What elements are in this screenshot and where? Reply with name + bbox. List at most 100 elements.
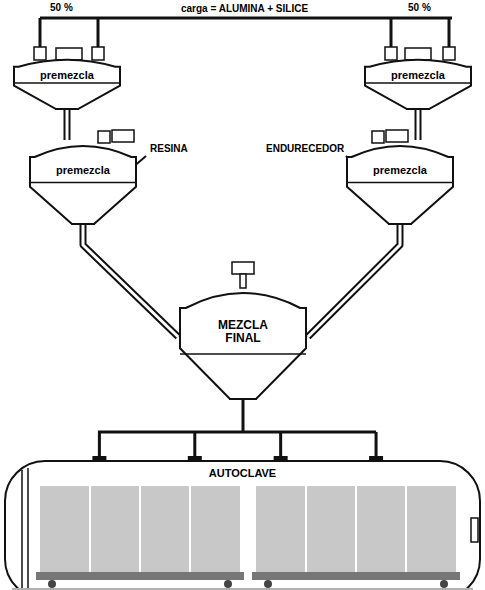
pipe-flange (369, 456, 383, 460)
pipe-connector (308, 225, 400, 337)
cart-wheel (224, 580, 232, 588)
agitator-motor (56, 48, 82, 60)
vessel-outlet (56, 109, 78, 110)
vessel-band-line (30, 182, 136, 184)
vessel-outlet (72, 224, 94, 225)
process-label: ENDURECEDOR (266, 143, 344, 154)
inlet-valve (34, 47, 46, 60)
cart-wheel (48, 580, 56, 588)
process-label: RESINA (150, 143, 188, 154)
vessel-label: premezcla (373, 164, 427, 176)
autoclave-outline (4, 460, 481, 590)
mixing-vessel: premezcla (345, 140, 455, 225)
text-band: premezcla (28, 157, 138, 183)
vessel-shape (28, 140, 138, 225)
vessel-band-line (347, 182, 453, 184)
agitator-motor (386, 130, 408, 142)
pipe-connector (67, 110, 68, 140)
pipe-connector (92, 400, 383, 460)
mould-rack (40, 486, 240, 572)
process-label: carga = ALUMINA + SILICE (181, 3, 308, 14)
agitator-motor (232, 262, 254, 274)
rack-cart (252, 572, 460, 580)
rack-cart (36, 572, 244, 580)
vessel-band-line (365, 82, 471, 84)
text-band: AUTOCLAVE (4, 466, 481, 481)
rack-divider (139, 486, 141, 572)
vessel-shape (12, 56, 122, 110)
vessel-outlet (389, 224, 411, 225)
cart-wheel (440, 580, 448, 588)
label-holder: carga = ALUMINA + SILICE (181, 3, 308, 14)
inlet-valve (92, 47, 104, 60)
vessel-label: MEZCLA FINAL (208, 319, 278, 345)
vessel-outline (347, 146, 453, 224)
pipe-bore (417, 110, 420, 140)
vessel-label: premezcla (391, 69, 445, 81)
pipe-wall (83, 225, 178, 337)
agitator-motor (112, 130, 134, 142)
rack-divider (355, 486, 357, 572)
vessel-label: premezcla (56, 164, 110, 176)
label-holder: ENDURECEDOR (266, 143, 344, 154)
rack-divider (189, 486, 191, 572)
vessel-shape (363, 56, 473, 110)
text-band: premezcla (345, 157, 455, 183)
pipe-connector (418, 110, 419, 140)
vessel-outlet (407, 109, 429, 110)
process-label: 50 % (50, 2, 73, 13)
label-holder: 50 % (50, 2, 73, 13)
feed-drop (40, 18, 98, 47)
mixing-vessel: premezcla (28, 140, 138, 225)
pipe-flange (92, 456, 106, 460)
mould-rack (256, 486, 456, 572)
autoclave-door (22, 468, 28, 590)
pipe-connector (83, 225, 178, 337)
text-band: MEZCLA FINAL (178, 310, 308, 354)
autoclave-vessel: AUTOCLAVE (4, 460, 481, 590)
vessel-label: AUTOCLAVE (209, 467, 276, 479)
agitator-shaft (240, 274, 246, 288)
label-holder: 50 % (408, 2, 431, 13)
inlet-valve (98, 131, 110, 143)
inlet-valve (372, 131, 384, 143)
process-label: 50 % (408, 2, 431, 13)
pipe-flange (188, 456, 202, 460)
vessel-band-line (180, 353, 306, 355)
pipe-wall (415, 110, 422, 140)
pipe-bore (83, 225, 178, 337)
rack-divider (405, 486, 407, 572)
vessel-label: premezcla (40, 69, 94, 81)
mixing-vessel: premezcla (363, 56, 473, 110)
inlet-valve (385, 47, 397, 60)
door-handle (471, 518, 478, 542)
rack-divider (305, 486, 307, 572)
pipe-wall (308, 225, 400, 337)
vessel-shape (345, 140, 455, 225)
text-band: premezcla (363, 67, 473, 83)
leader-line (132, 156, 358, 168)
pipe-flange (274, 456, 288, 460)
cart-wheel (264, 580, 272, 588)
mixing-vessel: premezcla (12, 56, 122, 110)
rack-divider (89, 486, 91, 572)
vessel-outline (365, 60, 471, 109)
feed-line (40, 18, 452, 47)
feed-pipe (99, 400, 376, 460)
rail (12, 588, 473, 590)
vessel-band-line (14, 82, 120, 84)
label-holder: RESINA (150, 143, 188, 154)
mixing-vessel: MEZCLA FINAL (178, 285, 308, 400)
inlet-valve (443, 47, 455, 60)
vessel-outline (14, 60, 120, 109)
vessel-outline (30, 146, 136, 224)
vessel-outline (180, 293, 306, 399)
agitator-motor (405, 48, 431, 60)
text-band: premezcla (12, 67, 122, 83)
autoclave-shell (5, 461, 480, 590)
pipe-bore (308, 225, 400, 337)
pipe-bore (66, 110, 69, 140)
pipe-wall (64, 110, 71, 140)
vessel-outlet (230, 399, 256, 400)
